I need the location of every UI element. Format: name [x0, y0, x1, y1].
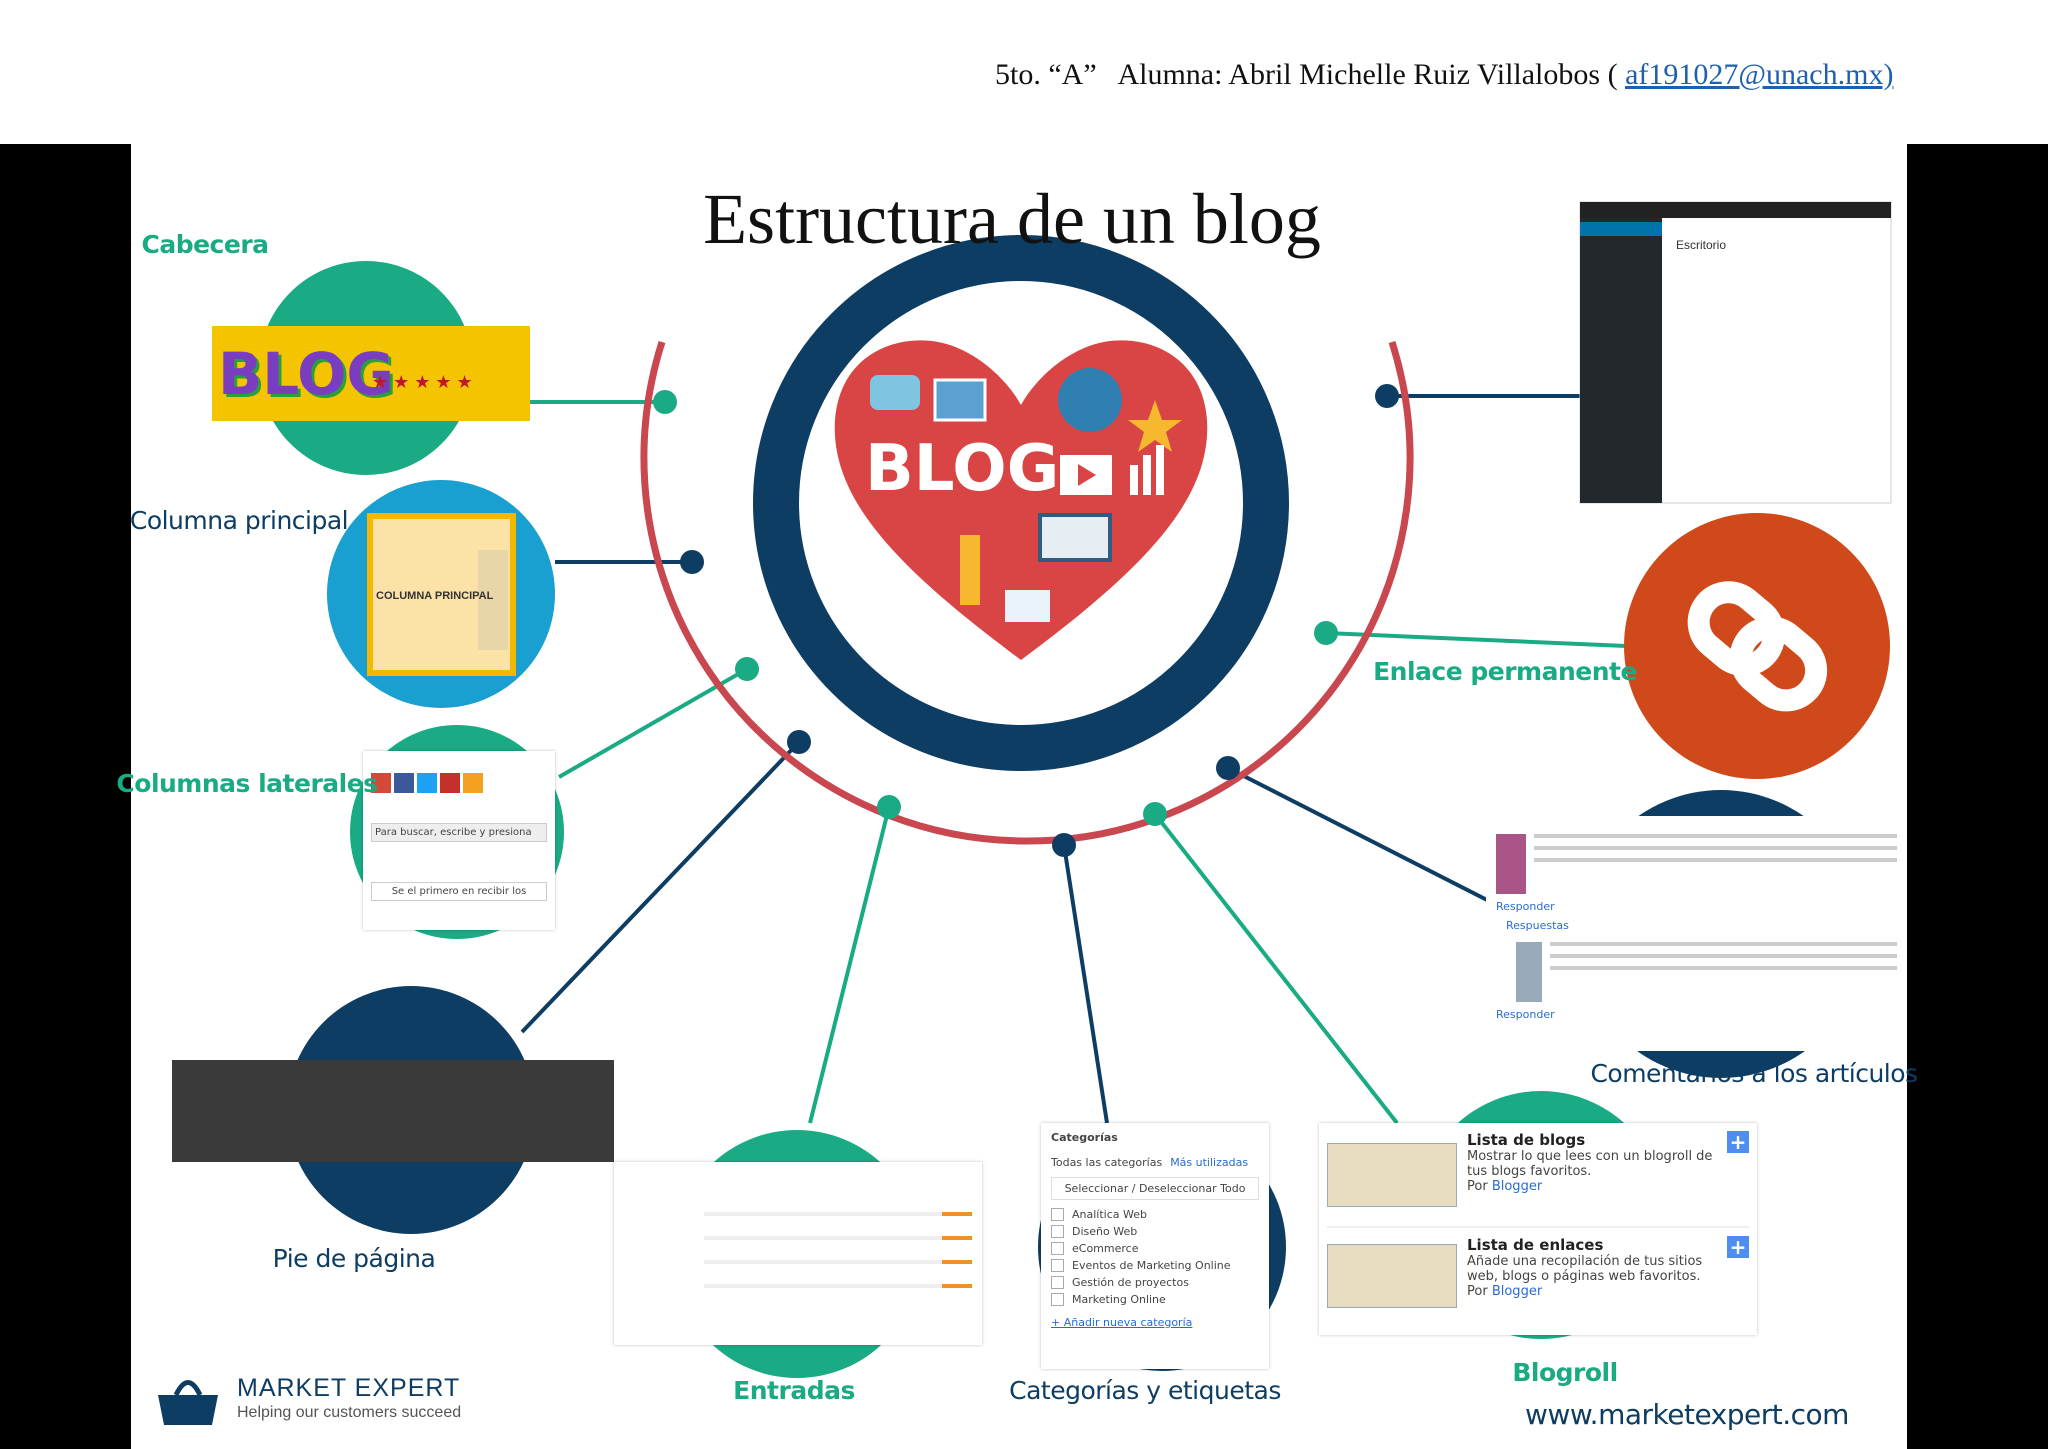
- add-category-link[interactable]: + Añadir nueva categoría: [1051, 1316, 1193, 1329]
- category-item[interactable]: eCommerce: [1051, 1242, 1259, 1255]
- brand-tagline: Helping our customers succeed: [237, 1404, 462, 1421]
- mail-icon: [1005, 590, 1050, 622]
- email-link[interactable]: af191027@unach.mx): [1625, 58, 1894, 91]
- label-enlace: Enlace permanente: [1373, 657, 1637, 686]
- node-dot: [680, 550, 704, 574]
- red-arc: [640, 340, 1414, 845]
- label-entradas: Entradas: [733, 1376, 855, 1405]
- page-title: Estructura de un blog: [703, 179, 1321, 259]
- comentarios-panel: Responder Respuestas Responder: [1486, 816, 1907, 1051]
- label-columnas-laterales: Columnas laterales: [116, 769, 378, 798]
- category-item[interactable]: Gestión de proyectos: [1051, 1276, 1259, 1289]
- connector-enlace: [1325, 631, 1627, 648]
- replies-toggle[interactable]: Respuestas: [1506, 919, 1569, 932]
- category-item[interactable]: Diseño Web: [1051, 1225, 1259, 1238]
- globe-icon: [1058, 368, 1122, 432]
- category-item[interactable]: Analítica Web: [1051, 1208, 1259, 1221]
- add-button[interactable]: +: [1727, 1236, 1749, 1258]
- label-columna-principal: Columna principal: [129, 506, 349, 535]
- node-dot: [1375, 384, 1399, 408]
- laterales-panel: Para buscar, escribe y presiona Se el pr…: [363, 751, 555, 930]
- left-black-bar: [0, 144, 131, 1449]
- stars-decoration: ★ ★ ★ ★ ★: [372, 372, 473, 392]
- categorias-panel: Categorías Todas las categorías Más utili…: [1041, 1123, 1269, 1369]
- banner-logo: BLOG: [218, 340, 395, 408]
- picture-icon: [933, 378, 987, 422]
- author-link[interactable]: Blogger: [1491, 1179, 1543, 1194]
- categorias-title: Categorías: [1051, 1131, 1118, 1144]
- play-icon: [1078, 464, 1096, 486]
- list-thumbnail-icon: [1327, 1143, 1457, 1207]
- search-box[interactable]: Para buscar, escribe y presiona: [371, 823, 547, 842]
- category-item[interactable]: Marketing Online: [1051, 1293, 1259, 1306]
- enlace-circle: [1624, 513, 1890, 779]
- connector-blogroll: [1153, 812, 1399, 1125]
- connector-categorias: [1062, 844, 1109, 1124]
- node-dot: [1143, 802, 1167, 826]
- chat-icon: [870, 375, 920, 410]
- select-all-button[interactable]: Seleccionar / Deseleccionar Todo: [1051, 1177, 1259, 1200]
- node-dot: [1314, 621, 1338, 645]
- footer-url: www.marketexpert.com: [1525, 1398, 1849, 1431]
- label-cabecera: Cabecera: [141, 230, 269, 259]
- label-blogroll: Blogroll: [1512, 1358, 1618, 1387]
- add-button[interactable]: +: [1727, 1131, 1749, 1153]
- label-pie: Pie de página: [272, 1244, 436, 1273]
- columna-doc-label: COLUMNA PRINCIPAL: [376, 590, 494, 602]
- connector-comentarios: [1227, 766, 1490, 903]
- author-header: 5to. “A” Alumna: Abril Michelle Ruiz Vil…: [995, 58, 1894, 91]
- center-blog-text: BLOG: [865, 432, 1060, 506]
- right-black-bar: [1907, 144, 2048, 1449]
- market-expert-logo-icon: [158, 1380, 218, 1425]
- author-link[interactable]: Blogger: [1491, 1284, 1543, 1299]
- social-icons: [371, 773, 547, 793]
- book-icon: [1038, 513, 1112, 562]
- node-dot: [787, 730, 811, 754]
- node-dot: [1052, 833, 1076, 857]
- dashboard-title: Escritorio: [1676, 238, 1727, 252]
- category-item[interactable]: Eventos de Marketing Online: [1051, 1259, 1259, 1272]
- tab-all-categories[interactable]: Todas las categorías: [1051, 1156, 1163, 1169]
- label-comentarios: Comentarios a los artículos: [1590, 1059, 1918, 1088]
- tab-most-used[interactable]: Más utilizadas: [1170, 1156, 1249, 1169]
- node-dot: [735, 657, 759, 681]
- brand-name: MARKET EXPERT: [237, 1374, 461, 1402]
- node-dot: [653, 390, 677, 414]
- reply-link[interactable]: Responder: [1496, 900, 1555, 913]
- node-dot: [877, 795, 901, 819]
- footer-thumbnail: [172, 1060, 614, 1162]
- entradas-panel: [614, 1162, 982, 1345]
- pencil-icon: [960, 535, 980, 605]
- node-dot: [1216, 756, 1240, 780]
- list-thumbnail-icon: [1327, 1244, 1457, 1308]
- link-icon: [1687, 581, 1828, 712]
- subscribe-button[interactable]: Se el primero en recibir los: [371, 882, 547, 901]
- cabecera-banner: [212, 326, 530, 421]
- reply-link[interactable]: Responder: [1496, 1008, 1555, 1021]
- label-categorias: Categorías y etiquetas: [1009, 1376, 1281, 1405]
- connector-pie: [520, 740, 801, 1034]
- connector-entradas: [808, 806, 891, 1124]
- star-icon: [1128, 400, 1182, 452]
- bar-chart-icon: [1130, 445, 1164, 495]
